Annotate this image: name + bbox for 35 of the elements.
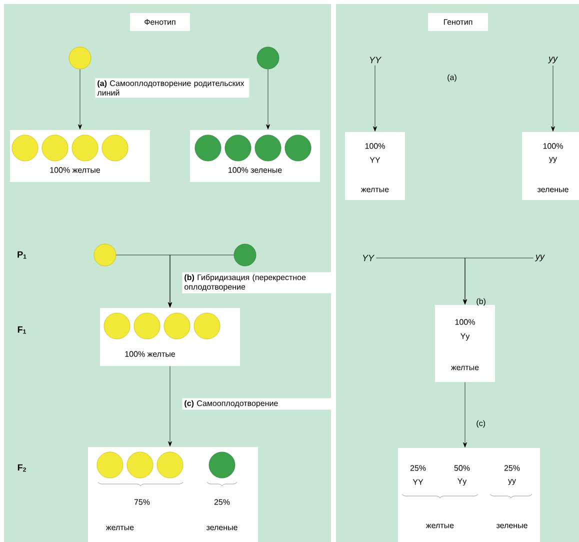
step-label: (a) xyxy=(448,74,456,82)
arrow xyxy=(463,382,467,448)
result-box: 25% YY 50% Yy 25% yy желтые зеленые xyxy=(398,448,540,542)
edge-label: (c) xyxy=(476,420,486,428)
generation-label: P$_{1}$ xyxy=(18,251,26,259)
arrow xyxy=(168,366,172,446)
genotype-text: yy xyxy=(548,56,558,64)
generation-label: F$_{1}$ xyxy=(18,326,26,334)
pea xyxy=(68,46,92,70)
result-box: 100% Yy желтые xyxy=(435,305,495,382)
arrow xyxy=(463,258,534,304)
pea xyxy=(94,244,116,266)
result-box: 100% желтые xyxy=(100,308,240,366)
header-box: Фенотип xyxy=(130,13,190,31)
edge-label: (c) Самооплодотворение xyxy=(182,398,332,410)
result-box: 75% 25% желтые зеленые xyxy=(88,447,258,542)
arrow xyxy=(266,69,270,130)
edge-label: (b) xyxy=(476,298,486,306)
pea xyxy=(256,46,280,70)
generation-label: F$_{2}$ xyxy=(18,464,26,472)
result-box: 100% YY желтые xyxy=(345,132,405,200)
genotype-text: yy xyxy=(534,254,545,262)
edge-label: (b) Гибридизация (перекрестное оплодотворение xyxy=(182,272,332,294)
arrow xyxy=(78,69,82,130)
genotype-text: YY xyxy=(370,56,382,64)
result-box: 100% зеленые xyxy=(190,130,320,182)
genotype-text: YY xyxy=(362,254,375,262)
result-box: 100% yy зеленые xyxy=(522,132,579,200)
pea xyxy=(234,244,256,266)
header-box: Генотип xyxy=(428,13,488,31)
arrow xyxy=(168,254,234,308)
arrow xyxy=(551,65,555,132)
arrow xyxy=(373,65,377,132)
step-label: (a) Самооплодотворение родительских линий xyxy=(95,78,250,98)
result-box: 100% желтые xyxy=(10,130,150,182)
